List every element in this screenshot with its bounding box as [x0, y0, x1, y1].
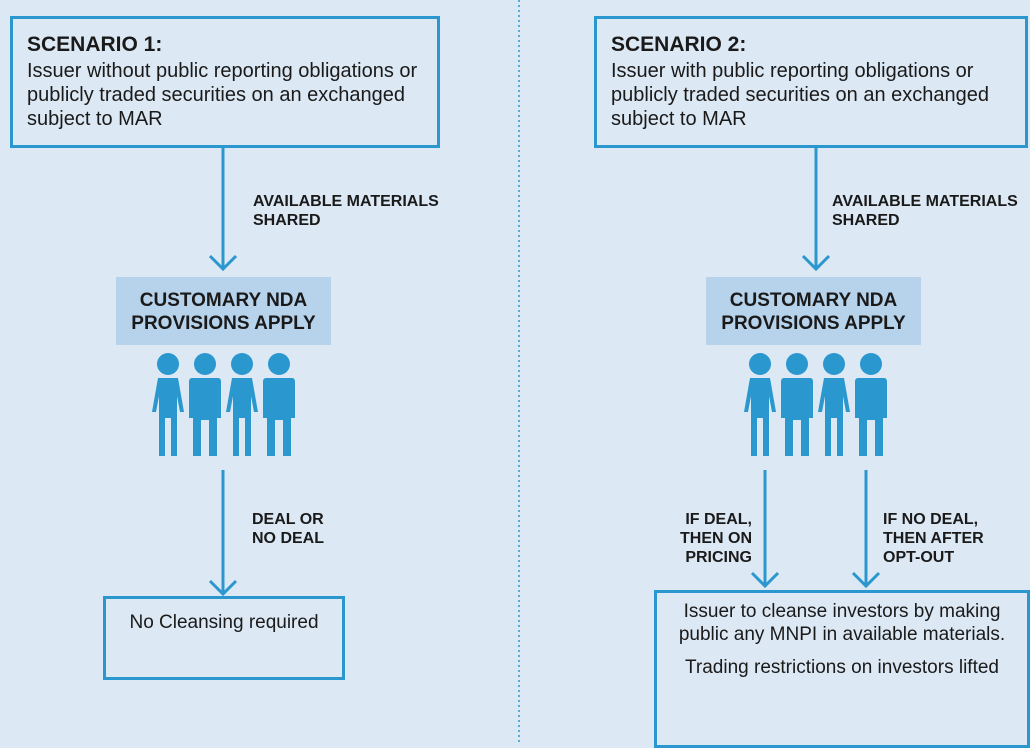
- scenario2-box: SCENARIO 2: Issuer with public reporting…: [594, 16, 1028, 148]
- scenario1-description: Issuer without public reporting obligati…: [27, 60, 418, 130]
- s1-nda-box: CUSTOMARY NDA PROVISIONS APPLY: [116, 277, 331, 345]
- s2-nda-box: CUSTOMARY NDA PROVISIONS APPLY: [706, 277, 921, 345]
- s1-arrow-materials: [208, 148, 238, 272]
- s1-outcome-box: No Cleansing required: [103, 596, 345, 680]
- s2-if-deal-label: IF DEAL, THEN ON PRICING: [680, 511, 752, 566]
- s1-materials-label: AVAILABLE MATERIALS SHARED: [253, 193, 439, 229]
- s1-arrow-deal: [208, 470, 238, 597]
- s1-people-icon: [152, 353, 295, 456]
- scenario1-title: SCENARIO 1:: [27, 33, 163, 56]
- s2-outcome-text-1: Issuer to cleanse investors by making pu…: [678, 601, 1006, 645]
- s2-outcome-box: Issuer to cleanse investors by making pu…: [654, 590, 1030, 748]
- s2-arrow-deal: [750, 470, 780, 589]
- s2-outcome-text-2: Trading restrictions on investors lifted: [685, 657, 999, 678]
- scenario2-title: SCENARIO 2:: [611, 33, 747, 56]
- s1-deal-label: DEAL OR NO DEAL: [252, 511, 324, 547]
- s2-if-no-deal-label: IF NO DEAL, THEN AFTER OPT-OUT: [883, 511, 984, 566]
- s1-outcome-text: No Cleansing required: [129, 612, 319, 633]
- s2-people-icon: [744, 353, 887, 456]
- s2-arrow-materials: [801, 148, 831, 272]
- scenario1-box: SCENARIO 1: Issuer without public report…: [10, 16, 440, 148]
- s2-materials-label: AVAILABLE MATERIALS SHARED: [832, 193, 1018, 229]
- scenario2-description: Issuer with public reporting obligations…: [611, 60, 990, 130]
- s2-arrow-no-deal: [851, 470, 881, 589]
